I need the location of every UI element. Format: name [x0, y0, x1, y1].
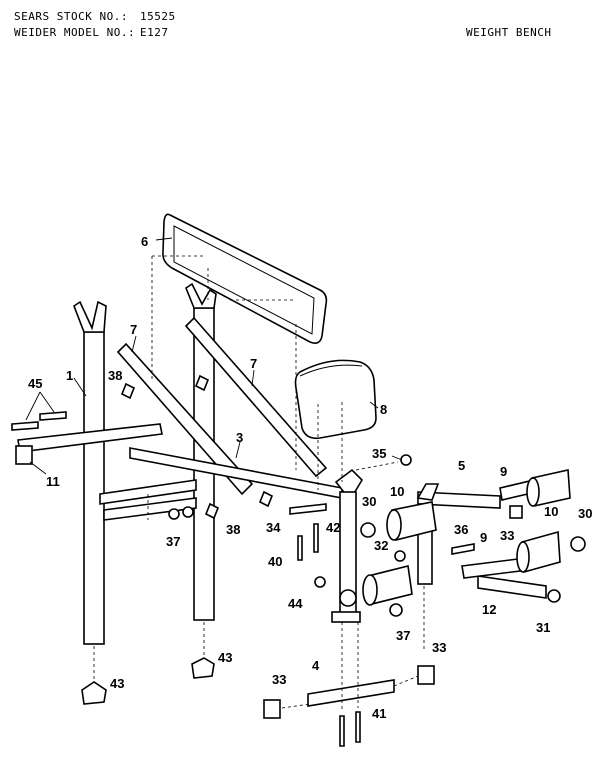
part-label: 30 — [362, 494, 376, 509]
part-label: 37 — [396, 628, 410, 643]
nut — [389, 603, 403, 617]
part-label: 30 — [578, 506, 592, 521]
roller-pad-lower-right — [516, 530, 561, 574]
knob — [547, 589, 561, 603]
part-label: 33 — [272, 672, 286, 687]
nut — [400, 454, 412, 466]
model-value: E127 — [140, 26, 169, 39]
part-label: 32 — [374, 538, 388, 553]
part-label: 36 — [454, 522, 468, 537]
part-label: 42 — [326, 520, 340, 535]
part-label: 38 — [226, 522, 240, 537]
part-label: 1 — [66, 368, 73, 383]
stock-label: SEARS STOCK NO.: — [14, 10, 128, 23]
front-upright — [73, 300, 107, 645]
roller-pad-upper-right — [526, 469, 571, 507]
washer — [394, 550, 406, 562]
end-cap — [509, 505, 523, 519]
model-label: WEIDER MODEL NO.: — [14, 26, 136, 39]
leader-lines — [25, 237, 403, 475]
part-label: 37 — [166, 534, 180, 549]
left-diagonal-arm — [116, 342, 254, 496]
part-label: 6 — [141, 234, 148, 249]
part-label: 3 — [236, 430, 243, 445]
end-cap — [417, 665, 435, 685]
part-label: 45 — [28, 376, 42, 391]
knob — [360, 522, 376, 538]
part-label: 10 — [390, 484, 404, 499]
part-label: 8 — [380, 402, 387, 417]
nut — [182, 506, 194, 518]
bolts — [11, 374, 475, 747]
part-label: 11 — [46, 474, 60, 489]
part-label: 43 — [218, 650, 232, 665]
foot-cap — [191, 657, 215, 679]
part-label: 40 — [268, 554, 282, 569]
part-label: 41 — [372, 706, 386, 721]
diagram-title: WEIGHT BENCH — [466, 26, 552, 39]
stock-value: 15525 — [140, 10, 176, 23]
part-label: 31 — [536, 620, 550, 635]
rear-post — [331, 491, 361, 623]
alignment-lines — [93, 255, 425, 712]
roller-pad-lower-left — [362, 565, 413, 606]
part-label: 43 — [110, 676, 124, 691]
right-diagonal-arm — [184, 316, 328, 478]
leg-extension-bar — [477, 575, 547, 599]
nut — [314, 576, 326, 588]
part-label: 7 — [130, 322, 137, 337]
part-label: 9 — [480, 530, 487, 545]
backrest-pad — [162, 213, 328, 344]
part-label: 5 — [458, 458, 465, 473]
part-label: 34 — [266, 520, 281, 535]
part-label: 7 — [250, 356, 257, 371]
lower-brace — [99, 479, 197, 521]
part-label: 33 — [500, 528, 514, 543]
part-label: 12 — [482, 602, 496, 617]
part-label: 44 — [288, 596, 303, 611]
front-crossbar — [15, 423, 163, 465]
knob — [570, 536, 586, 552]
seat-pad — [294, 359, 377, 440]
part-label: 10 — [544, 504, 558, 519]
nut — [168, 508, 180, 520]
end-cap — [263, 699, 281, 719]
part-label: 9 — [500, 464, 507, 479]
foot-cap — [81, 681, 107, 705]
base-tube — [307, 679, 395, 707]
part-labels: 6 1 7 7 8 45 38 3 35 11 5 9 10 30 10 30 … — [28, 234, 592, 721]
part-label: 38 — [108, 368, 122, 383]
part-label: 35 — [372, 446, 386, 461]
part-label: 4 — [312, 658, 320, 673]
roller-pad-upper-left — [386, 501, 437, 541]
knob — [339, 589, 357, 607]
part-label: 33 — [432, 640, 446, 655]
